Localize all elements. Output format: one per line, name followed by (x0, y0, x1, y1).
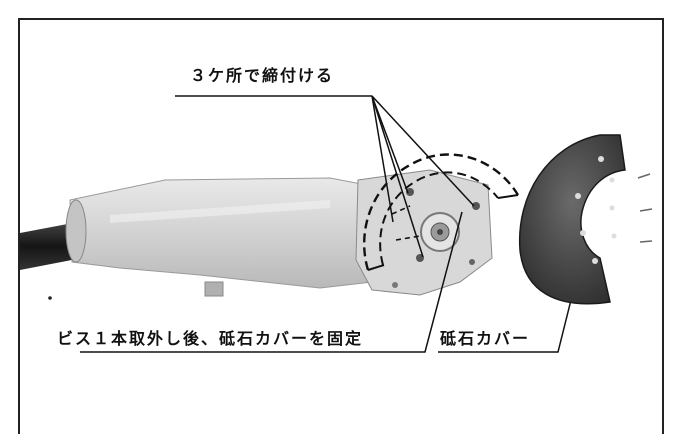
cover-fix-instruction-label: ビス１本取外し後、砥石カバーを固定 (57, 329, 364, 348)
wheel-cover-label: 砥石カバー (440, 329, 531, 348)
grinder-body (69, 177, 373, 289)
screw-2 (472, 202, 480, 210)
leader-line-bottom-right (438, 295, 573, 353)
leader-line-bottom-left (80, 211, 463, 353)
leader-lines-top (175, 95, 475, 258)
body-rear-cap (65, 199, 87, 263)
screw-1 (406, 188, 414, 196)
loose-screws (637, 173, 653, 243)
fastening-points-label: ３ケ所で締付ける (190, 66, 335, 85)
wheel-cover-part (518, 134, 626, 305)
figure-frame (18, 18, 664, 434)
cover-dashed-outline (363, 153, 520, 271)
